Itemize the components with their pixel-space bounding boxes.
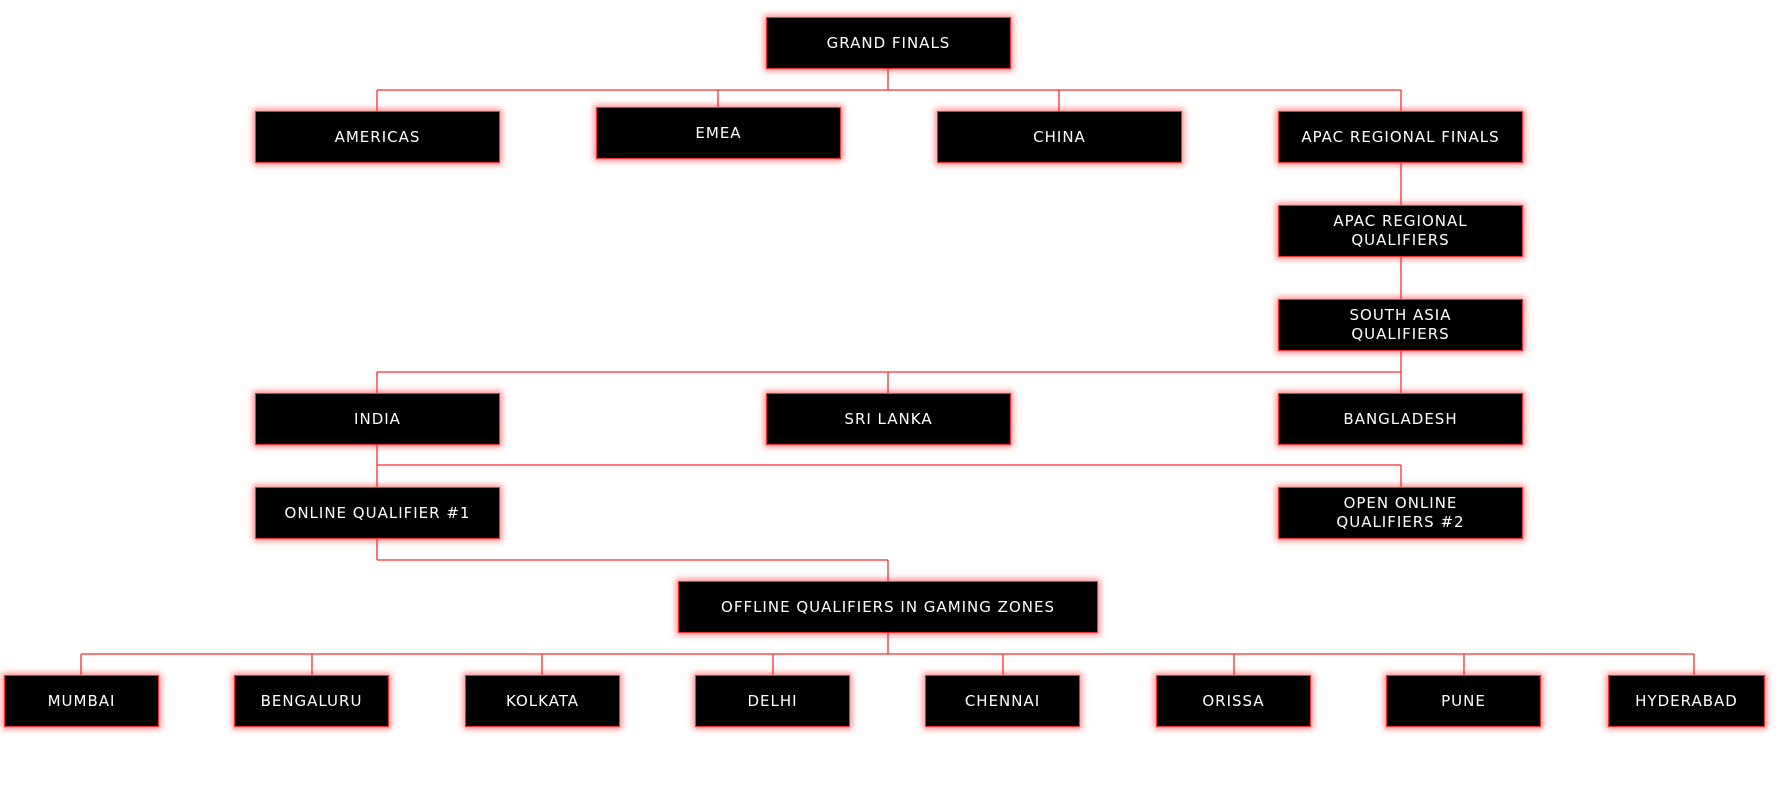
- node-open-online-qualifiers-2: OPEN ONLINE QUALIFIERS #2: [1278, 487, 1523, 539]
- node-bangladesh: BANGLADESH: [1278, 393, 1523, 445]
- node-delhi: DELHI: [695, 675, 850, 727]
- node-online-qualifier-1: ONLINE QUALIFIER #1: [255, 487, 500, 539]
- node-apac-regional-qualifiers: APAC REGIONAL QUALIFIERS: [1278, 205, 1523, 257]
- node-apac-regional-finals: APAC REGIONAL FINALS: [1278, 111, 1523, 163]
- node-americas: AMERICAS: [255, 111, 500, 163]
- node-mumbai: MUMBAI: [4, 675, 159, 727]
- node-hyderabad: HYDERABAD: [1608, 675, 1765, 727]
- node-chennai: CHENNAI: [925, 675, 1080, 727]
- node-grand-finals: GRAND FINALS: [766, 17, 1011, 69]
- node-south-asia-qualifiers: SOUTH ASIA QUALIFIERS: [1278, 299, 1523, 351]
- node-pune: PUNE: [1386, 675, 1541, 727]
- node-india: INDIA: [255, 393, 500, 445]
- node-emea: EMEA: [596, 107, 841, 159]
- node-orissa: ORISSA: [1156, 675, 1311, 727]
- node-sri-lanka: SRI LANKA: [766, 393, 1011, 445]
- node-kolkata: KOLKATA: [465, 675, 620, 727]
- node-china: CHINA: [937, 111, 1182, 163]
- node-bengaluru: BENGALURU: [234, 675, 389, 727]
- node-offline-qualifiers: OFFLINE QUALIFIERS IN GAMING ZONES: [678, 581, 1098, 633]
